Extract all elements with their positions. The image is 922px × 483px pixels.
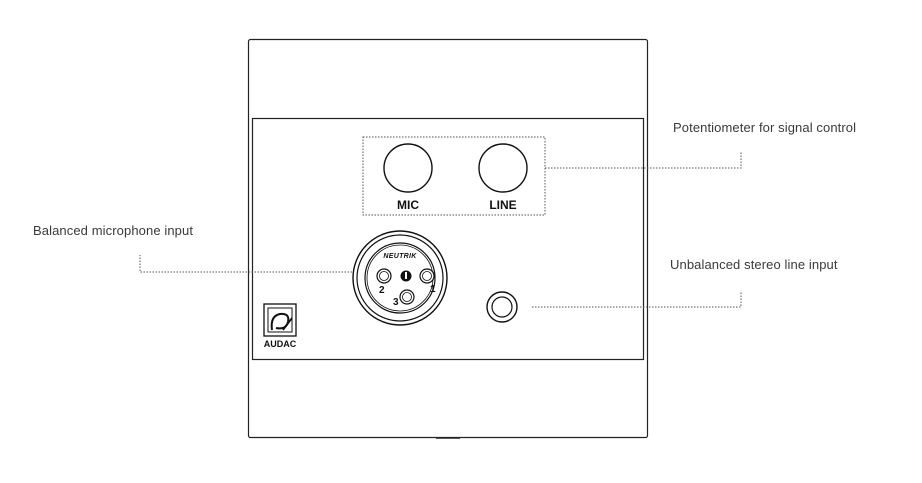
mic-input-leader-line xyxy=(139,255,352,273)
jack-connector-icon xyxy=(486,291,518,323)
potentiometer-label: Potentiometer for signal control xyxy=(673,120,857,135)
pin-2-label: 2 xyxy=(379,285,385,296)
potentiometer-leader-line xyxy=(545,152,742,169)
inner-insert xyxy=(251,117,645,361)
mic-input-label: Balanced microphone input xyxy=(33,223,194,238)
line-knob-icon xyxy=(478,143,528,193)
audac-logo-icon xyxy=(263,303,297,337)
line-input-label: Unbalanced stereo line input xyxy=(670,257,838,272)
pin-3-label: 3 xyxy=(393,297,399,308)
mic-knob-label: MIC xyxy=(397,198,419,212)
xlr-connector-icon xyxy=(352,230,448,326)
mic-knob-icon xyxy=(383,143,433,193)
pin-1-label: 1 xyxy=(430,284,436,295)
potentiometer-group-outline xyxy=(362,136,546,216)
line-input-leader-line xyxy=(532,291,742,308)
connector-brand-label: NEUTRIK xyxy=(383,253,417,260)
brand-label: AUDAC xyxy=(264,339,297,349)
line-knob-label: LINE xyxy=(489,198,516,212)
